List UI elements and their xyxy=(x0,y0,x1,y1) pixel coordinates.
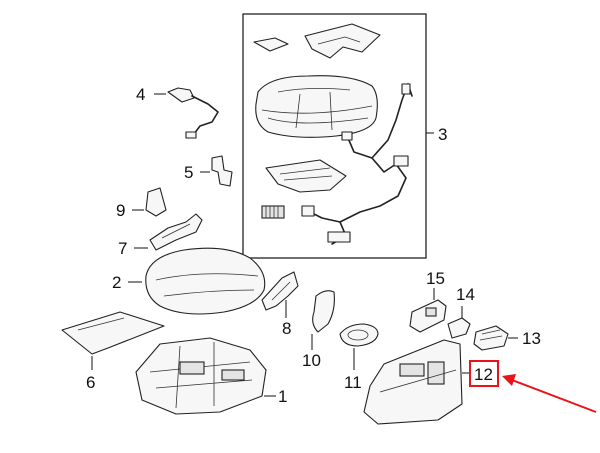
part-4-harness xyxy=(167,87,219,139)
part-9-clip xyxy=(145,187,167,217)
leader-lines xyxy=(91,93,518,397)
callout-3: 3 xyxy=(438,125,447,144)
callout-13: 13 xyxy=(522,329,541,348)
callout-4: 4 xyxy=(136,85,145,104)
part-1-frame xyxy=(135,337,267,415)
callout-2: 2 xyxy=(112,273,121,292)
callout-7: 7 xyxy=(118,239,127,258)
callout-15: 15 xyxy=(426,269,445,288)
callout-11: 11 xyxy=(344,373,362,392)
callout-12: 12 xyxy=(474,365,493,384)
part-2-cushion xyxy=(145,247,266,315)
part-8-bracket xyxy=(261,271,299,311)
part-6-panel xyxy=(61,311,165,355)
part-3-group-box xyxy=(242,13,427,259)
part-5-bracket xyxy=(211,155,233,187)
pointer-arrow xyxy=(502,374,597,413)
callout-14: 14 xyxy=(456,285,475,304)
part-14-knob xyxy=(447,317,471,339)
callout-1: 1 xyxy=(278,387,287,406)
callout-9: 9 xyxy=(116,201,125,220)
part-11-knob xyxy=(339,323,379,347)
part-3-assembly xyxy=(253,23,413,245)
part-7-bracket xyxy=(149,213,203,251)
callout-labels: 4 5 9 7 2 3 8 6 10 11 15 14 13 1 xyxy=(86,85,541,406)
callout-8: 8 xyxy=(282,319,291,338)
callout-10: 10 xyxy=(302,351,321,370)
part-10-trim xyxy=(312,290,335,333)
part-12-side-shield xyxy=(363,339,463,425)
callout-6: 6 xyxy=(86,373,95,392)
highlight-box xyxy=(469,360,499,387)
callout-5: 5 xyxy=(184,163,193,182)
